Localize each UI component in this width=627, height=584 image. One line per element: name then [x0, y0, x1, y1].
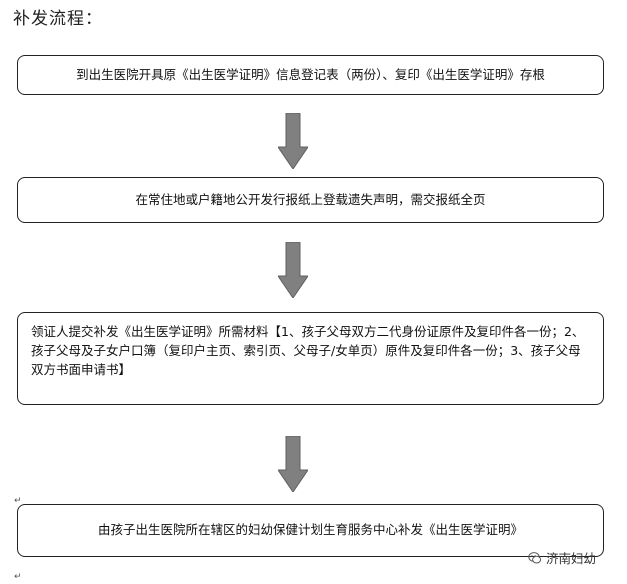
- step-box-1: 到出生医院开具原《出生医学证明》信息登记表（两份）、复印《出生医学证明》存根: [17, 55, 604, 95]
- step-2-text: 在常住地或户籍地公开发行报纸上登载遗失声明，需交报纸全页: [135, 191, 486, 207]
- watermark: 济南妇幼: [528, 548, 596, 567]
- watermark-text: 济南妇幼: [546, 551, 597, 566]
- wechat-icon: [528, 551, 542, 564]
- step-3-text: 领证人提交补发《出生医学证明》所需材料【1、孩子父母双方二代身份证原件及复印件各…: [31, 324, 585, 377]
- step-box-2: 在常住地或户籍地公开发行报纸上登载遗失声明，需交报纸全页: [17, 177, 604, 223]
- step-4-text: 由孩子出生医院所在辖区的妇幼保健计划生育服务中心补发《出生医学证明》: [97, 522, 523, 538]
- step-box-3: 领证人提交补发《出生医学证明》所需材料【1、孩子父母双方二代身份证原件及复印件各…: [17, 312, 604, 405]
- paragraph-mark-icon: ↵: [14, 496, 22, 506]
- step-1-text: 到出生医院开具原《出生医学证明》信息登记表（两份）、复印《出生医学证明》存根: [76, 66, 545, 82]
- page-title: 补发流程：: [13, 9, 103, 29]
- arrow-down-icon: [278, 436, 308, 492]
- paragraph-mark-icon: ↵: [14, 572, 22, 582]
- arrow-down-icon: [278, 242, 308, 298]
- step-box-4: 由孩子出生医院所在辖区的妇幼保健计划生育服务中心补发《出生医学证明》: [17, 504, 604, 557]
- arrow-down-icon: [278, 113, 308, 169]
